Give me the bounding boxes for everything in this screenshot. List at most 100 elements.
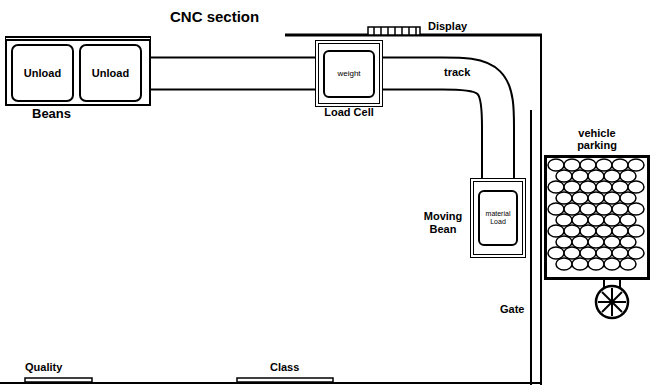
display-segments [374,27,416,35]
stone [604,214,620,226]
stone [596,181,612,193]
stone [596,203,612,215]
stone [548,181,564,193]
stone [556,214,572,226]
stone [612,159,628,171]
box-heading: Moving Bean [420,210,466,235]
right-wall [540,34,542,385]
stone [604,258,620,270]
room-label: Class [270,361,299,374]
segment [387,27,389,35]
stone [572,258,588,270]
gate-label: Gate [500,303,524,316]
segment [373,27,375,35]
gate-wall [530,110,532,385]
stone [628,247,644,259]
title: CNC section [170,8,259,25]
stone [564,159,580,171]
stone [612,203,628,215]
stone [556,236,572,248]
stone [564,203,580,215]
vehicle-body: vehicle parking [544,155,650,280]
stone [620,236,636,248]
load-texture [548,159,644,270]
stone [612,225,628,237]
track-label: track [443,66,471,79]
box-text: Unload [24,67,61,80]
stone [596,225,612,237]
stone [620,214,636,226]
stone [628,159,644,171]
stone [572,214,588,226]
stone [620,192,636,204]
segment [394,27,396,35]
stone [556,170,572,182]
track-bed [383,74,498,179]
stone [580,159,596,171]
stone [548,247,564,259]
stone [564,247,580,259]
inner-frame: material Load [478,190,518,246]
stone [588,192,604,204]
inner-frame: weight [323,50,375,98]
track-bed [151,59,315,89]
stone [588,170,604,182]
segment [415,27,417,35]
stone [564,181,580,193]
stone [628,203,644,215]
stone [564,225,580,237]
track-rail [383,74,498,179]
moving-bean: material LoadMoving Bean [470,178,526,258]
stone [548,159,564,171]
box-heading: vehicle parking [565,127,629,152]
segment [380,27,382,35]
stone [588,214,604,226]
stone [604,236,620,248]
stone [604,170,620,182]
quality-bar [25,378,92,382]
stone [580,181,596,193]
stone [580,203,596,215]
stone [548,203,564,215]
stone [548,225,564,237]
spoke [602,292,622,312]
unload-bin: Unload [11,44,74,102]
stone [572,192,588,204]
bean-bay: BeansUnloadUnload [5,36,151,106]
box-heading: Display [428,20,467,33]
load-cell: weightLoad Cell [315,40,383,107]
room-label: Quality [25,361,62,374]
stone [556,192,572,204]
stone [596,159,612,171]
track [383,74,498,179]
stone [612,247,628,259]
stone [572,236,588,248]
box-text: Unload [92,67,129,80]
stone [628,225,644,237]
track [151,73,315,74]
stone [612,181,628,193]
box-heading: Beans [32,107,71,122]
wheel [596,286,628,318]
stone [620,170,636,182]
box-text: weight [337,69,360,78]
stone [596,247,612,259]
unload-bin: Unload [79,44,142,102]
box-text: material Load [482,210,514,226]
stone [556,258,572,270]
stone [572,170,588,182]
track-rail [151,57,315,91]
stone [620,258,636,270]
stone [588,236,604,248]
display-panel [368,27,420,35]
stone [588,258,604,270]
stone [628,181,644,193]
stone [580,225,596,237]
segment [408,27,410,35]
spoke [602,292,622,312]
segment [401,27,403,35]
stone [580,247,596,259]
display: Display [368,27,420,35]
